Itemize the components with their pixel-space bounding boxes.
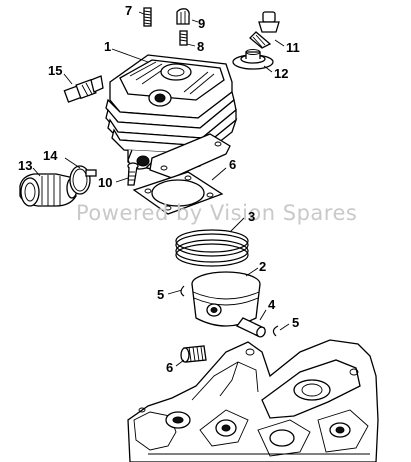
part-5-circlip-left[interactable] — [180, 285, 185, 297]
part-4-piston-pin[interactable] — [236, 317, 267, 338]
callout-7: 9 — [198, 16, 205, 31]
callout-3: 3 — [248, 209, 255, 224]
callout-10: 12 — [274, 66, 288, 81]
callout-12: 10 — [98, 175, 112, 190]
part-9-decompression-valve[interactable] — [249, 11, 280, 49]
part-8-needle-bearing[interactable] — [180, 345, 207, 363]
part-2-piston[interactable] — [191, 271, 261, 327]
leader-lines — [32, 11, 290, 367]
callout-5-right: 5 — [292, 315, 299, 330]
part-14-hose-clamp[interactable] — [69, 165, 97, 195]
part-1-cylinder[interactable] — [105, 54, 238, 179]
part-6-stud-lower[interactable] — [179, 30, 188, 46]
part-12-screw[interactable] — [127, 162, 139, 186]
callout-14: 14 — [43, 148, 58, 163]
watermark-text: Powered by Vision Spares — [76, 201, 357, 225]
callout-9: 11 — [286, 40, 300, 55]
callout-8: 6 — [166, 360, 173, 375]
callout-5-left: 5 — [157, 287, 164, 302]
part-11-cylinder-gasket[interactable] — [132, 171, 224, 215]
callout-11: 6 — [229, 157, 236, 172]
part-7-cap-nut[interactable] — [176, 8, 190, 25]
part-3-piston-rings[interactable] — [175, 229, 249, 267]
part-5-circlip-right[interactable] — [272, 325, 279, 337]
callout-4: 4 — [268, 297, 276, 312]
part-6-stud-upper[interactable] — [143, 7, 152, 27]
callout-15: 15 — [48, 63, 62, 78]
part-15-spark-plug[interactable] — [63, 75, 104, 103]
part-10-valve-flange[interactable] — [232, 49, 274, 70]
crankcase-assembly — [127, 339, 379, 462]
callout-6-lower: 8 — [197, 39, 204, 54]
part-13-intake-manifold[interactable] — [19, 173, 78, 207]
callout-13: 13 — [18, 158, 32, 173]
callout-1: 1 — [104, 39, 111, 54]
callout-6-upper: 7 — [125, 3, 132, 18]
callout-2: 2 — [259, 259, 266, 274]
